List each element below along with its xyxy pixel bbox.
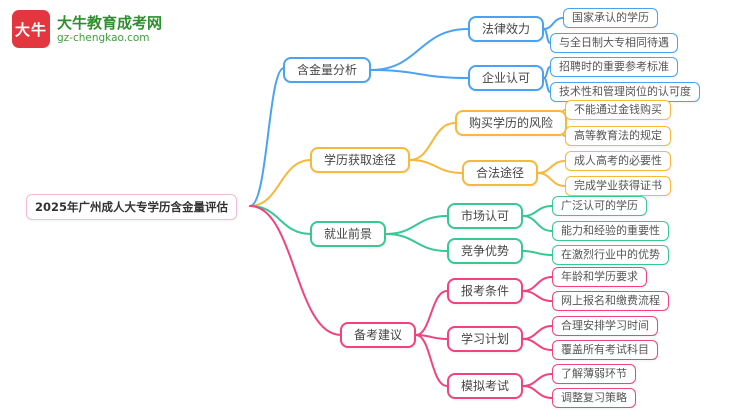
node-branch-exam-advice[interactable]: 备考建议 <box>340 322 417 348</box>
node-branch-quality-analysis[interactable]: 含金量分析 <box>283 57 372 83</box>
edge <box>249 205 342 336</box>
leaf-cover-subjects[interactable]: 覆盖所有考试科目 <box>552 340 658 360</box>
edge <box>249 67 285 207</box>
edge <box>543 17 564 30</box>
edge <box>249 159 312 207</box>
edge <box>522 205 553 217</box>
edge <box>409 159 463 174</box>
leaf-adjust-strategy[interactable]: 调整复习策略 <box>552 388 636 408</box>
edge <box>543 28 551 44</box>
edge <box>370 28 469 71</box>
node-study-plan[interactable]: 学习计划 <box>447 326 524 352</box>
node-employer-approval[interactable]: 企业认可 <box>468 65 545 91</box>
edge <box>543 77 551 93</box>
edge <box>370 69 469 79</box>
leaf-age-requirements[interactable]: 年龄和学历要求 <box>552 267 647 287</box>
leaf-online-registration[interactable]: 网上报名和缴费流程 <box>552 291 669 311</box>
leaf-technical-positions[interactable]: 技术性和管理岗位的认可度 <box>550 82 700 102</box>
node-apply-conditions[interactable]: 报考条件 <box>447 278 524 304</box>
edge <box>249 205 312 235</box>
leaf-industry-advantage[interactable]: 在激烈行业中的优势 <box>552 245 669 265</box>
leaf-education-law[interactable]: 高等教育法的规定 <box>565 126 671 146</box>
edge <box>522 385 553 399</box>
edge <box>522 338 553 351</box>
edge <box>385 233 448 252</box>
edge <box>415 290 448 336</box>
node-legal-validity[interactable]: 法律效力 <box>468 16 545 42</box>
node-competitive-edge[interactable]: 竞争优势 <box>447 238 524 264</box>
leaf-same-as-fulltime[interactable]: 与全日制大专相同待遇 <box>550 33 678 53</box>
edge <box>537 172 566 187</box>
leaf-weak-points[interactable]: 了解薄弱环节 <box>552 364 636 384</box>
node-branch-degree-paths[interactable]: 学历获取途径 <box>310 147 411 173</box>
leaf-arrange-time[interactable]: 合理安排学习时间 <box>552 316 658 336</box>
site-logo[interactable]: 大牛 大牛教育成考网 gz-chengkao.com <box>12 10 162 48</box>
leaf-exam-necessity[interactable]: 成人高考的必要性 <box>565 151 671 171</box>
node-buying-risk[interactable]: 购买学历的风险 <box>455 110 568 136</box>
edge <box>409 122 456 161</box>
edge <box>537 160 566 174</box>
leaf-state-recognized[interactable]: 国家承认的学历 <box>563 8 658 28</box>
root-node[interactable]: 2025年广州成人大专学历含金量评估 <box>26 194 238 220</box>
edge <box>385 215 448 235</box>
node-mock-exam[interactable]: 模拟考试 <box>447 373 524 399</box>
logo-brand-text: 大牛教育成考网 <box>57 13 163 32</box>
node-branch-job-prospects[interactable]: 就业前景 <box>310 221 387 247</box>
logo-icon: 大牛 <box>12 10 50 48</box>
edge <box>522 325 553 340</box>
edge <box>522 290 553 302</box>
edge <box>522 215 553 232</box>
leaf-hiring-reference[interactable]: 招聘时的重要参考标准 <box>550 57 678 77</box>
leaf-cannot-buy[interactable]: 不能通过金钱购买 <box>565 100 671 120</box>
leaf-complete-studies[interactable]: 完成学业获得证书 <box>565 176 671 196</box>
node-legal-route[interactable]: 合法途径 <box>462 160 539 186</box>
edge <box>522 250 553 256</box>
leaf-widely-recognized[interactable]: 广泛认可的学历 <box>552 196 647 216</box>
node-market-approval[interactable]: 市场认可 <box>447 203 524 229</box>
leaf-ability-experience[interactable]: 能力和经验的重要性 <box>552 221 669 241</box>
edge <box>415 334 448 387</box>
logo-domain-text: gz-chengkao.com <box>57 31 150 44</box>
edge <box>522 276 553 292</box>
edge <box>522 373 553 387</box>
